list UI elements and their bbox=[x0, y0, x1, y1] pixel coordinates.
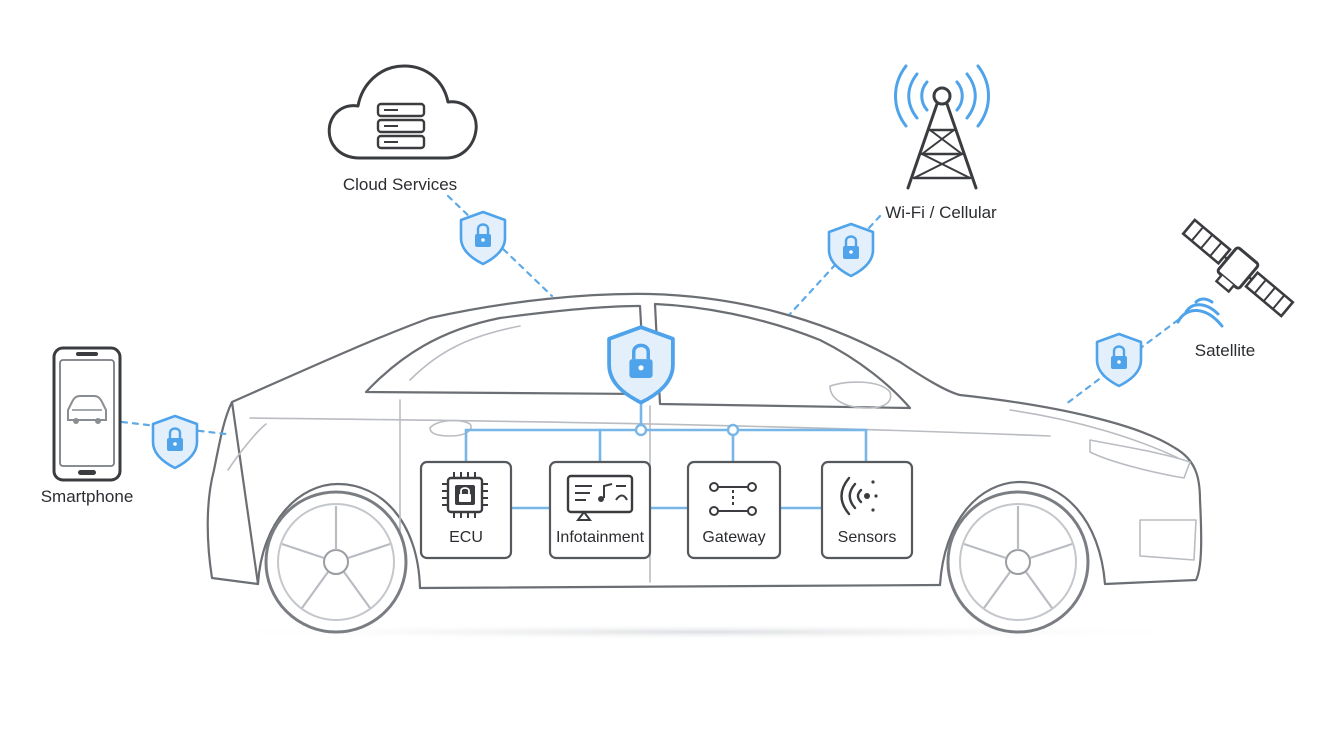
car-icon bbox=[67, 395, 107, 424]
shield-lock-icon bbox=[459, 210, 507, 266]
satellite-icon bbox=[1181, 218, 1295, 318]
node-cloud-services-label: Cloud Services bbox=[343, 175, 457, 194]
rear-wheel bbox=[946, 490, 1090, 634]
module-sensors-label: Sensors bbox=[838, 529, 897, 546]
radar-sensor-icon bbox=[840, 476, 878, 516]
module-gateway[interactable]: Gateway bbox=[686, 460, 782, 560]
module-gateway-label: Gateway bbox=[702, 529, 765, 546]
car-illustration bbox=[206, 292, 1203, 634]
in-vehicle-network-bus bbox=[464, 396, 868, 510]
node-wifi-cellular-label: Wi-Fi / Cellular bbox=[885, 203, 997, 222]
link-cloud bbox=[446, 194, 554, 298]
smartphone-icon bbox=[52, 346, 122, 482]
central-security-shield bbox=[607, 325, 675, 405]
shield-lock-icon bbox=[151, 414, 199, 470]
node-smartphone[interactable]: Smartphone bbox=[41, 346, 134, 506]
node-satellite-label: Satellite bbox=[1195, 341, 1255, 360]
module-ecu-label: ECU bbox=[449, 529, 483, 546]
chip-lock-icon bbox=[442, 472, 488, 518]
shield-lock-icon bbox=[1095, 332, 1143, 388]
shield-lock-icon bbox=[827, 222, 875, 278]
cloud-server-icon bbox=[327, 64, 478, 160]
node-satellite[interactable]: Satellite bbox=[1174, 215, 1298, 360]
node-cloud-services[interactable]: Cloud Services bbox=[327, 64, 478, 194]
link-smartphone bbox=[120, 420, 228, 436]
module-infotainment-label: Infotainment bbox=[556, 529, 645, 546]
media-screen-icon bbox=[566, 474, 634, 521]
node-smartphone-label: Smartphone bbox=[41, 487, 134, 506]
module-infotainment[interactable]: Infotainment bbox=[548, 460, 652, 560]
ground-shadow bbox=[185, 624, 1225, 640]
cell-tower-icon bbox=[894, 64, 990, 190]
node-wifi-cellular[interactable]: Wi-Fi / Cellular bbox=[885, 64, 997, 222]
module-ecu[interactable]: ECU bbox=[419, 460, 513, 560]
front-wheel bbox=[264, 490, 408, 634]
module-sensors[interactable]: Sensors bbox=[820, 460, 914, 560]
network-gateway-icon bbox=[709, 482, 757, 516]
